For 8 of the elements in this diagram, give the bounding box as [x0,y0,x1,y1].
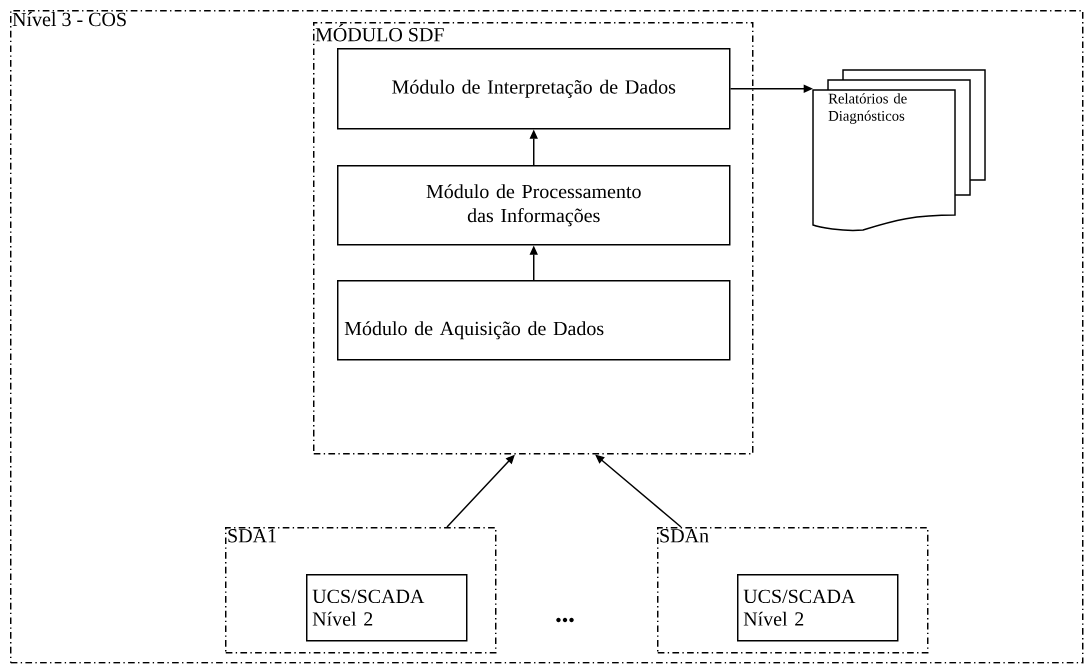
module-box: Módulo de Aquisição de Dados [337,280,731,361]
module-box: Módulo de Interpretação de Dados [337,48,731,130]
system-box: UCS/SCADA Nível 2 [306,574,468,642]
document-stack: Relatórios de Diagnósticos [812,69,986,232]
module-box: Módulo de Processamento das Informações [337,165,731,246]
system-box: UCS/SCADA Nível 2 [737,574,899,642]
ellipsis: ••• [556,617,574,623]
arrow [595,454,682,528]
